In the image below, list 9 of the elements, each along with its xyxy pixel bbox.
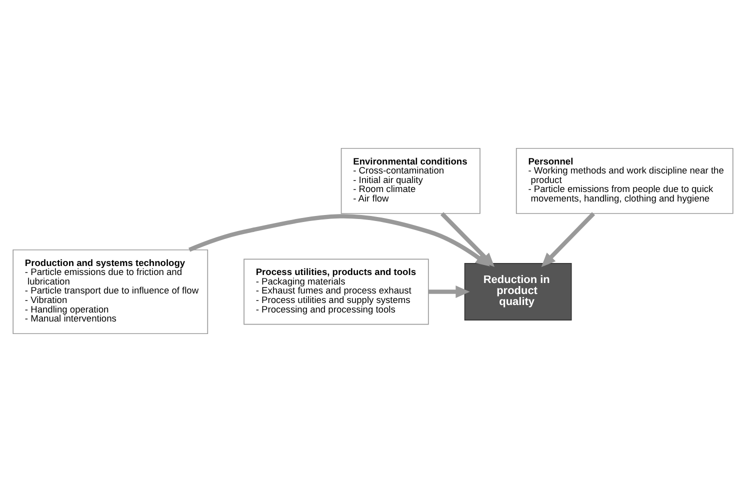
arrow <box>188 214 490 266</box>
node-box: Process utilities, products and tools - Packaging materials - Exhaust fumes and process exhaust - Process utilities and supply systems - Processing and processing tools <box>244 258 429 325</box>
arrow <box>541 212 596 268</box>
node-box: Production and systems technology - Particle emissions due to friction and lubrication - Particle transport due to influence of flow - Vibration - Handling operation - Manual interventions <box>12 249 208 334</box>
node-box: Reduction in product quality <box>464 263 572 320</box>
arrow <box>428 286 470 298</box>
node-box: Environmental conditions - Cross-contamination - Initial air quality - Room climate - Air flow <box>340 148 480 214</box>
node-box: Personnel - Working methods and work discipline near the product - Particle emissions from people due to quick movements, handling, clothing and hygiene <box>516 148 734 214</box>
arrow <box>440 212 495 268</box>
